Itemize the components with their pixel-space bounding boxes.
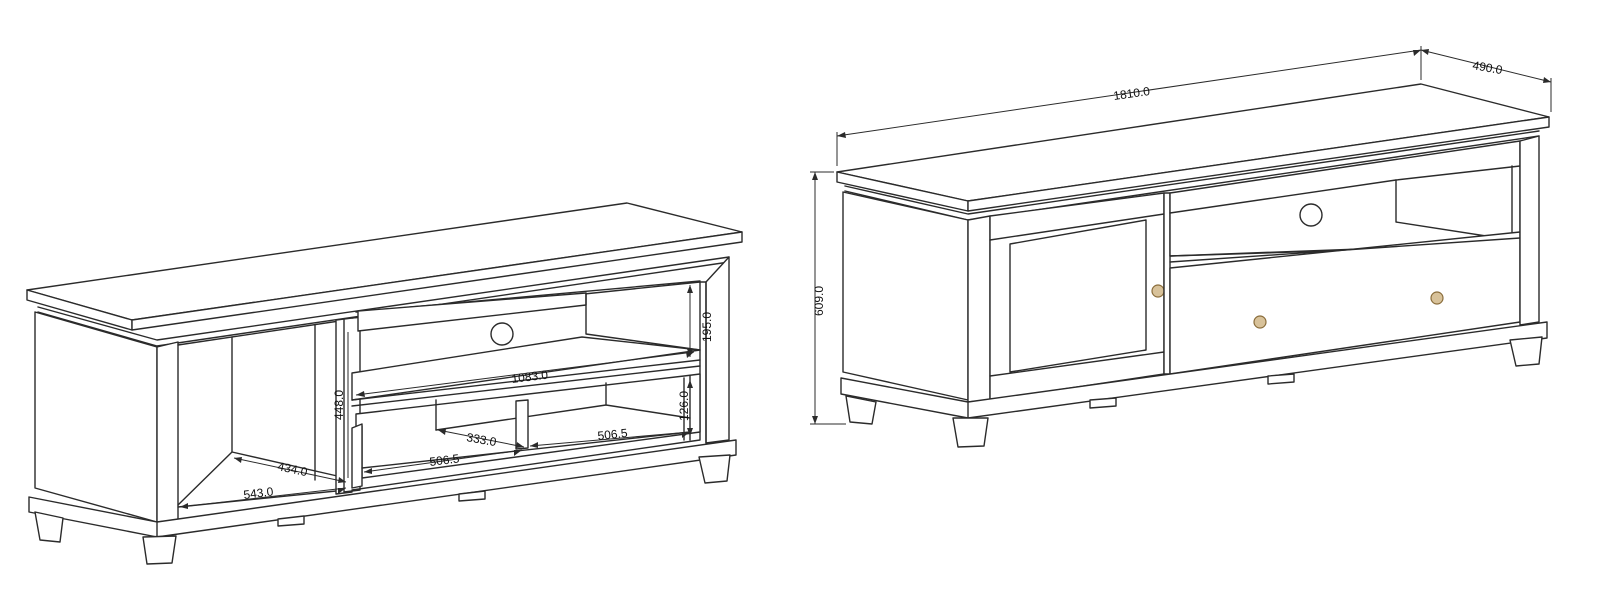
dim-label-1810: 1810.0 — [1112, 84, 1151, 103]
dim-label-333: 333.0 — [465, 430, 497, 449]
dim-label-543: 543.0 — [243, 484, 275, 502]
right-cable-hole — [1299, 203, 1323, 227]
dim-label-490: 490.0 — [1471, 58, 1503, 77]
dim-label-126: 126.0 — [677, 391, 691, 421]
dim-label-506-5-right: 506.5 — [597, 426, 629, 443]
left-side-panel — [34, 311, 158, 523]
left-top-slab — [26, 202, 743, 321]
right-side-panel — [842, 191, 969, 401]
drawer-knob-left — [1253, 315, 1267, 329]
right-foot-front-mid — [952, 417, 989, 448]
dim-label-609: 609.0 — [812, 286, 826, 316]
left-top-side-edge — [131, 231, 743, 331]
left-cable-hole — [490, 322, 514, 346]
drawer-knob-right — [1430, 291, 1444, 305]
dim-label-434: 434.0 — [276, 459, 309, 479]
door-knob — [1151, 284, 1165, 298]
right-foot-front-left — [845, 395, 877, 425]
left-foot-back-right — [698, 454, 731, 484]
left-foot-front-mid — [142, 535, 177, 565]
dim-label-1083: 1083.0 — [511, 368, 549, 386]
dim-label-448: 448.0 — [332, 390, 346, 420]
right-top-side-edge — [967, 116, 1550, 212]
dim-label-506-5-left: 506.5 — [429, 451, 461, 469]
right-foot-back-right — [1509, 336, 1543, 367]
dim-label-195: 195.0 — [700, 312, 714, 342]
left-foot-front-left — [34, 511, 64, 543]
left-cabinet-view — [26, 202, 743, 565]
right-cabinet-view — [810, 46, 1552, 448]
